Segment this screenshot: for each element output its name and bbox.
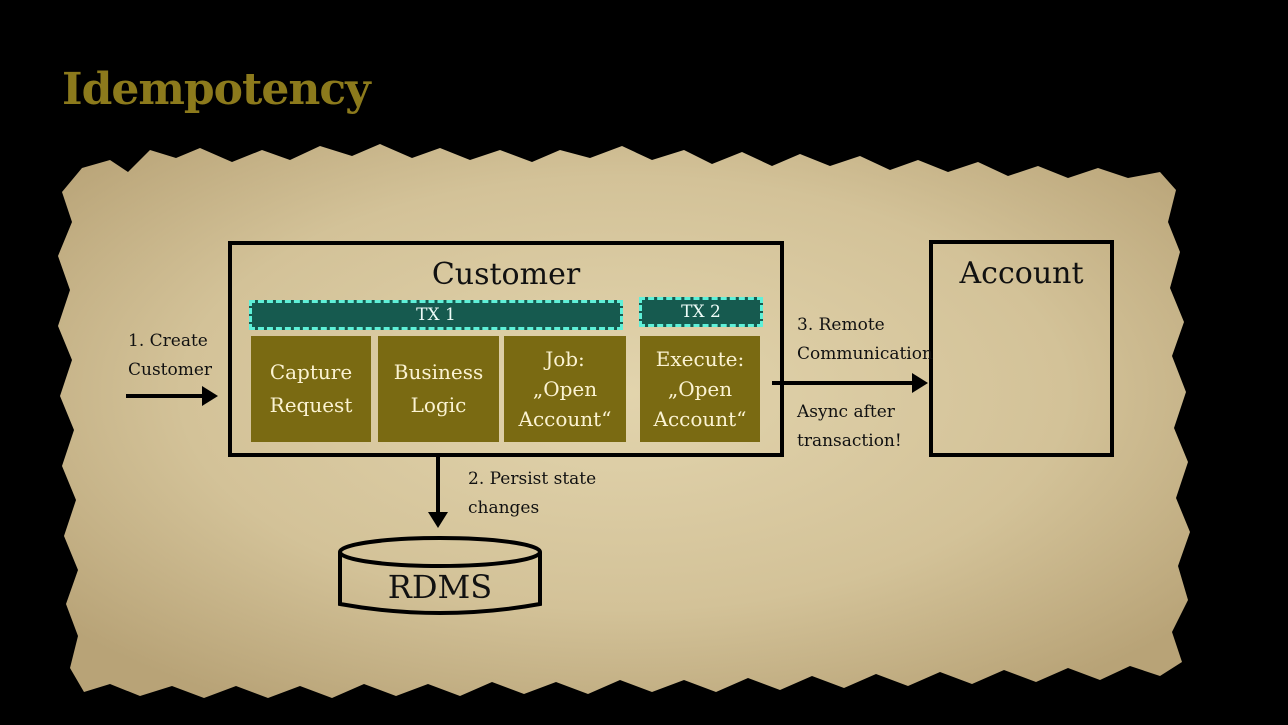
database-label: RDMS <box>387 568 493 606</box>
slide-title: Idempotency <box>62 64 371 115</box>
step-job-open-account: Job: „Open Account“ <box>504 336 626 442</box>
customer-box: Customer <box>228 241 784 457</box>
tx1-bar: TX 1 <box>249 300 623 330</box>
label-remote-communication: 3. Remote Communication <box>797 315 933 364</box>
step-capture-request: Capture Request <box>251 336 371 442</box>
label-persist-state: 2. Persist state changes <box>468 469 597 518</box>
step-business-logic: Business Logic <box>378 336 499 442</box>
label-async-after-transaction: Async after transaction! <box>797 402 902 451</box>
account-box: Account <box>929 240 1114 457</box>
tx2-bar: TX 2 <box>639 297 763 327</box>
account-title: Account <box>959 256 1084 291</box>
step-execute-open-account: Execute: „Open Account“ <box>640 336 760 442</box>
customer-title: Customer <box>431 257 581 292</box>
label-create-customer: 1. Create Customer <box>128 331 213 380</box>
